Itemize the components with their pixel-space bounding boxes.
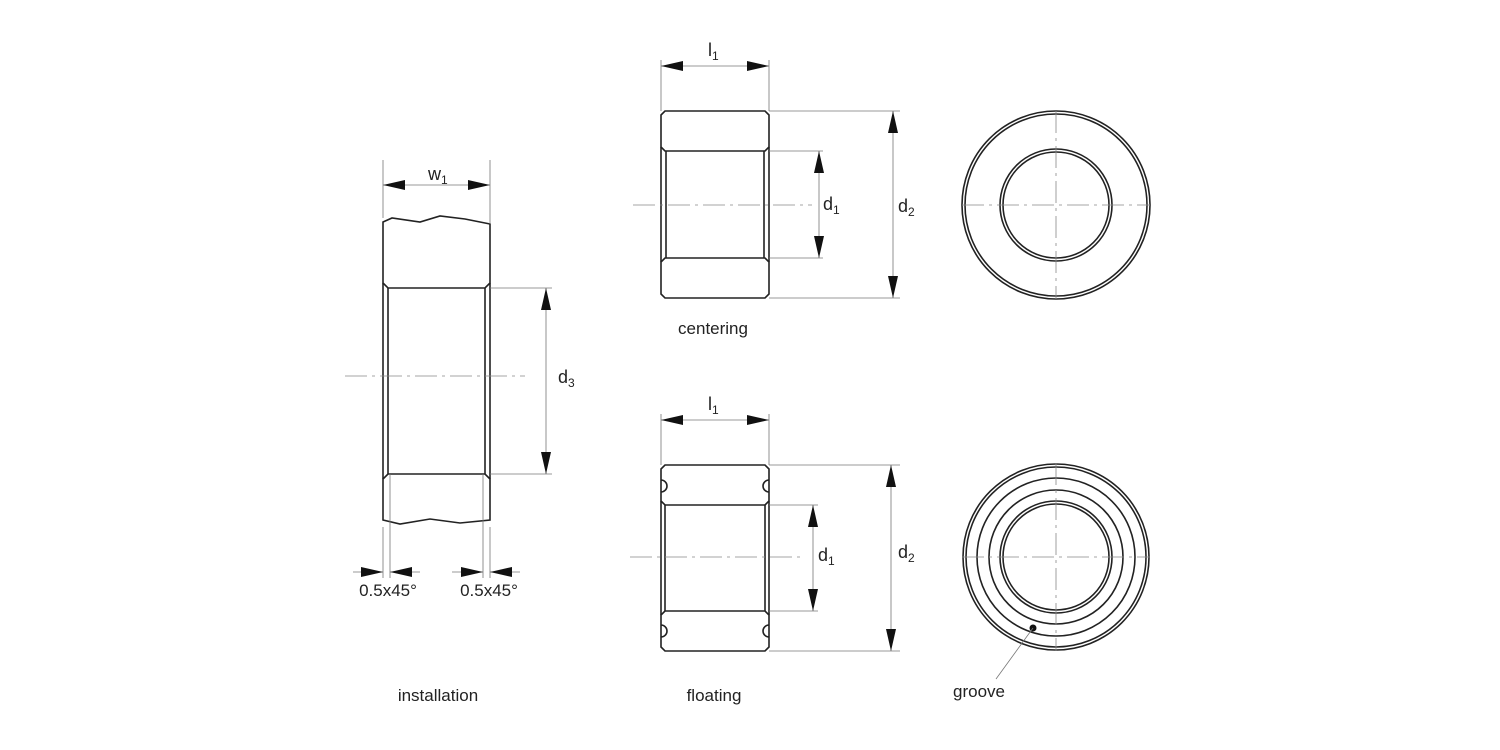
d2-label: d2 [898, 542, 915, 565]
centering-view: l1 d1 d2 centering [633, 40, 915, 338]
chamfer-right-label: 0.5x45° [460, 581, 518, 600]
bushing-top-section [660, 110, 770, 152]
groove-marks [660, 479, 770, 638]
floating-end-view: groove [953, 463, 1150, 701]
l1-label: l1 [708, 394, 719, 417]
bushing-top-section [660, 464, 770, 506]
l1-label: l1 [708, 40, 719, 63]
housing-bottom-section [382, 473, 491, 525]
d1-label: d1 [823, 194, 840, 217]
centering-end-view [961, 110, 1151, 300]
chamfer-left-label: 0.5x45° [359, 581, 417, 600]
installation-view: w1 d3 0.5x45° 0.5x45° installation [345, 160, 575, 705]
w1-label: w1 [427, 164, 448, 187]
installation-caption: installation [398, 686, 478, 705]
d2-label: d2 [898, 196, 915, 219]
d1-label: d1 [818, 545, 835, 568]
floating-caption: floating [687, 686, 742, 705]
groove-leader [995, 627, 1034, 680]
housing-top-section [382, 215, 491, 289]
bushing-bottom-section [660, 257, 770, 299]
d3-label: d3 [558, 367, 575, 390]
bushing-bottom-section [660, 610, 770, 652]
floating-view: l1 d1 d2 floating [630, 394, 915, 705]
groove-label: groove [953, 682, 1005, 701]
centering-caption: centering [678, 319, 748, 338]
